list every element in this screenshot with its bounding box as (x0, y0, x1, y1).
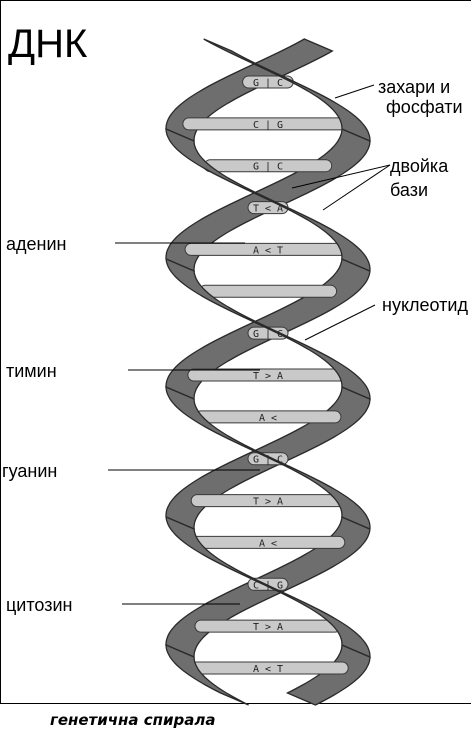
strand-b-segment (166, 645, 249, 705)
base-pair-label: A < T (253, 245, 283, 256)
base-pair-label: C | G (253, 120, 283, 131)
base-pair: A < (195, 411, 341, 424)
strand-a-segment (287, 645, 370, 705)
base-pair-label: T > A (253, 622, 283, 633)
base-pair-label: A < (259, 538, 277, 549)
label-cytosine: цитозин (6, 595, 72, 615)
base-pair-label: T > A (253, 371, 283, 382)
base-pair: T > A (195, 620, 341, 633)
base-pair-label: A < T (253, 664, 283, 675)
label-sugar-phosphate-2: фосфати (386, 97, 463, 117)
base-pair: A < T (188, 662, 348, 675)
base-pair: A < T (185, 243, 351, 256)
base-pair-label: T > A (253, 497, 283, 508)
pointer-sugar-phosphate (335, 85, 374, 98)
base-pair (199, 285, 336, 297)
label-guanine: гуанин (2, 461, 57, 481)
label-adenine: аденин (6, 234, 66, 254)
title: ДНК (8, 22, 88, 66)
base-pair: C | G (183, 118, 353, 131)
base-pair: T > A (191, 495, 345, 508)
base-pair-label: G | C (253, 329, 283, 340)
caption: генетична спирала (50, 711, 216, 729)
base-pair: T < A (248, 202, 288, 215)
label-thymine: тимин (6, 361, 57, 381)
base-pair-label: A < (259, 413, 277, 424)
base-pair: G | C (204, 160, 332, 173)
label-sugar-phosphate-1: захари и (378, 77, 450, 97)
base-pair: T > A (188, 369, 348, 382)
base-pair-label: G | C (253, 78, 283, 89)
label-nucleotide: нуклеотид (382, 295, 468, 315)
label-base-pair-1: двойка (390, 156, 449, 176)
base-pair-rung (199, 285, 336, 297)
base-pair-label: G | C (253, 162, 283, 173)
base-pair: A < (191, 536, 345, 549)
label-base-pair-2: бази (390, 180, 428, 200)
